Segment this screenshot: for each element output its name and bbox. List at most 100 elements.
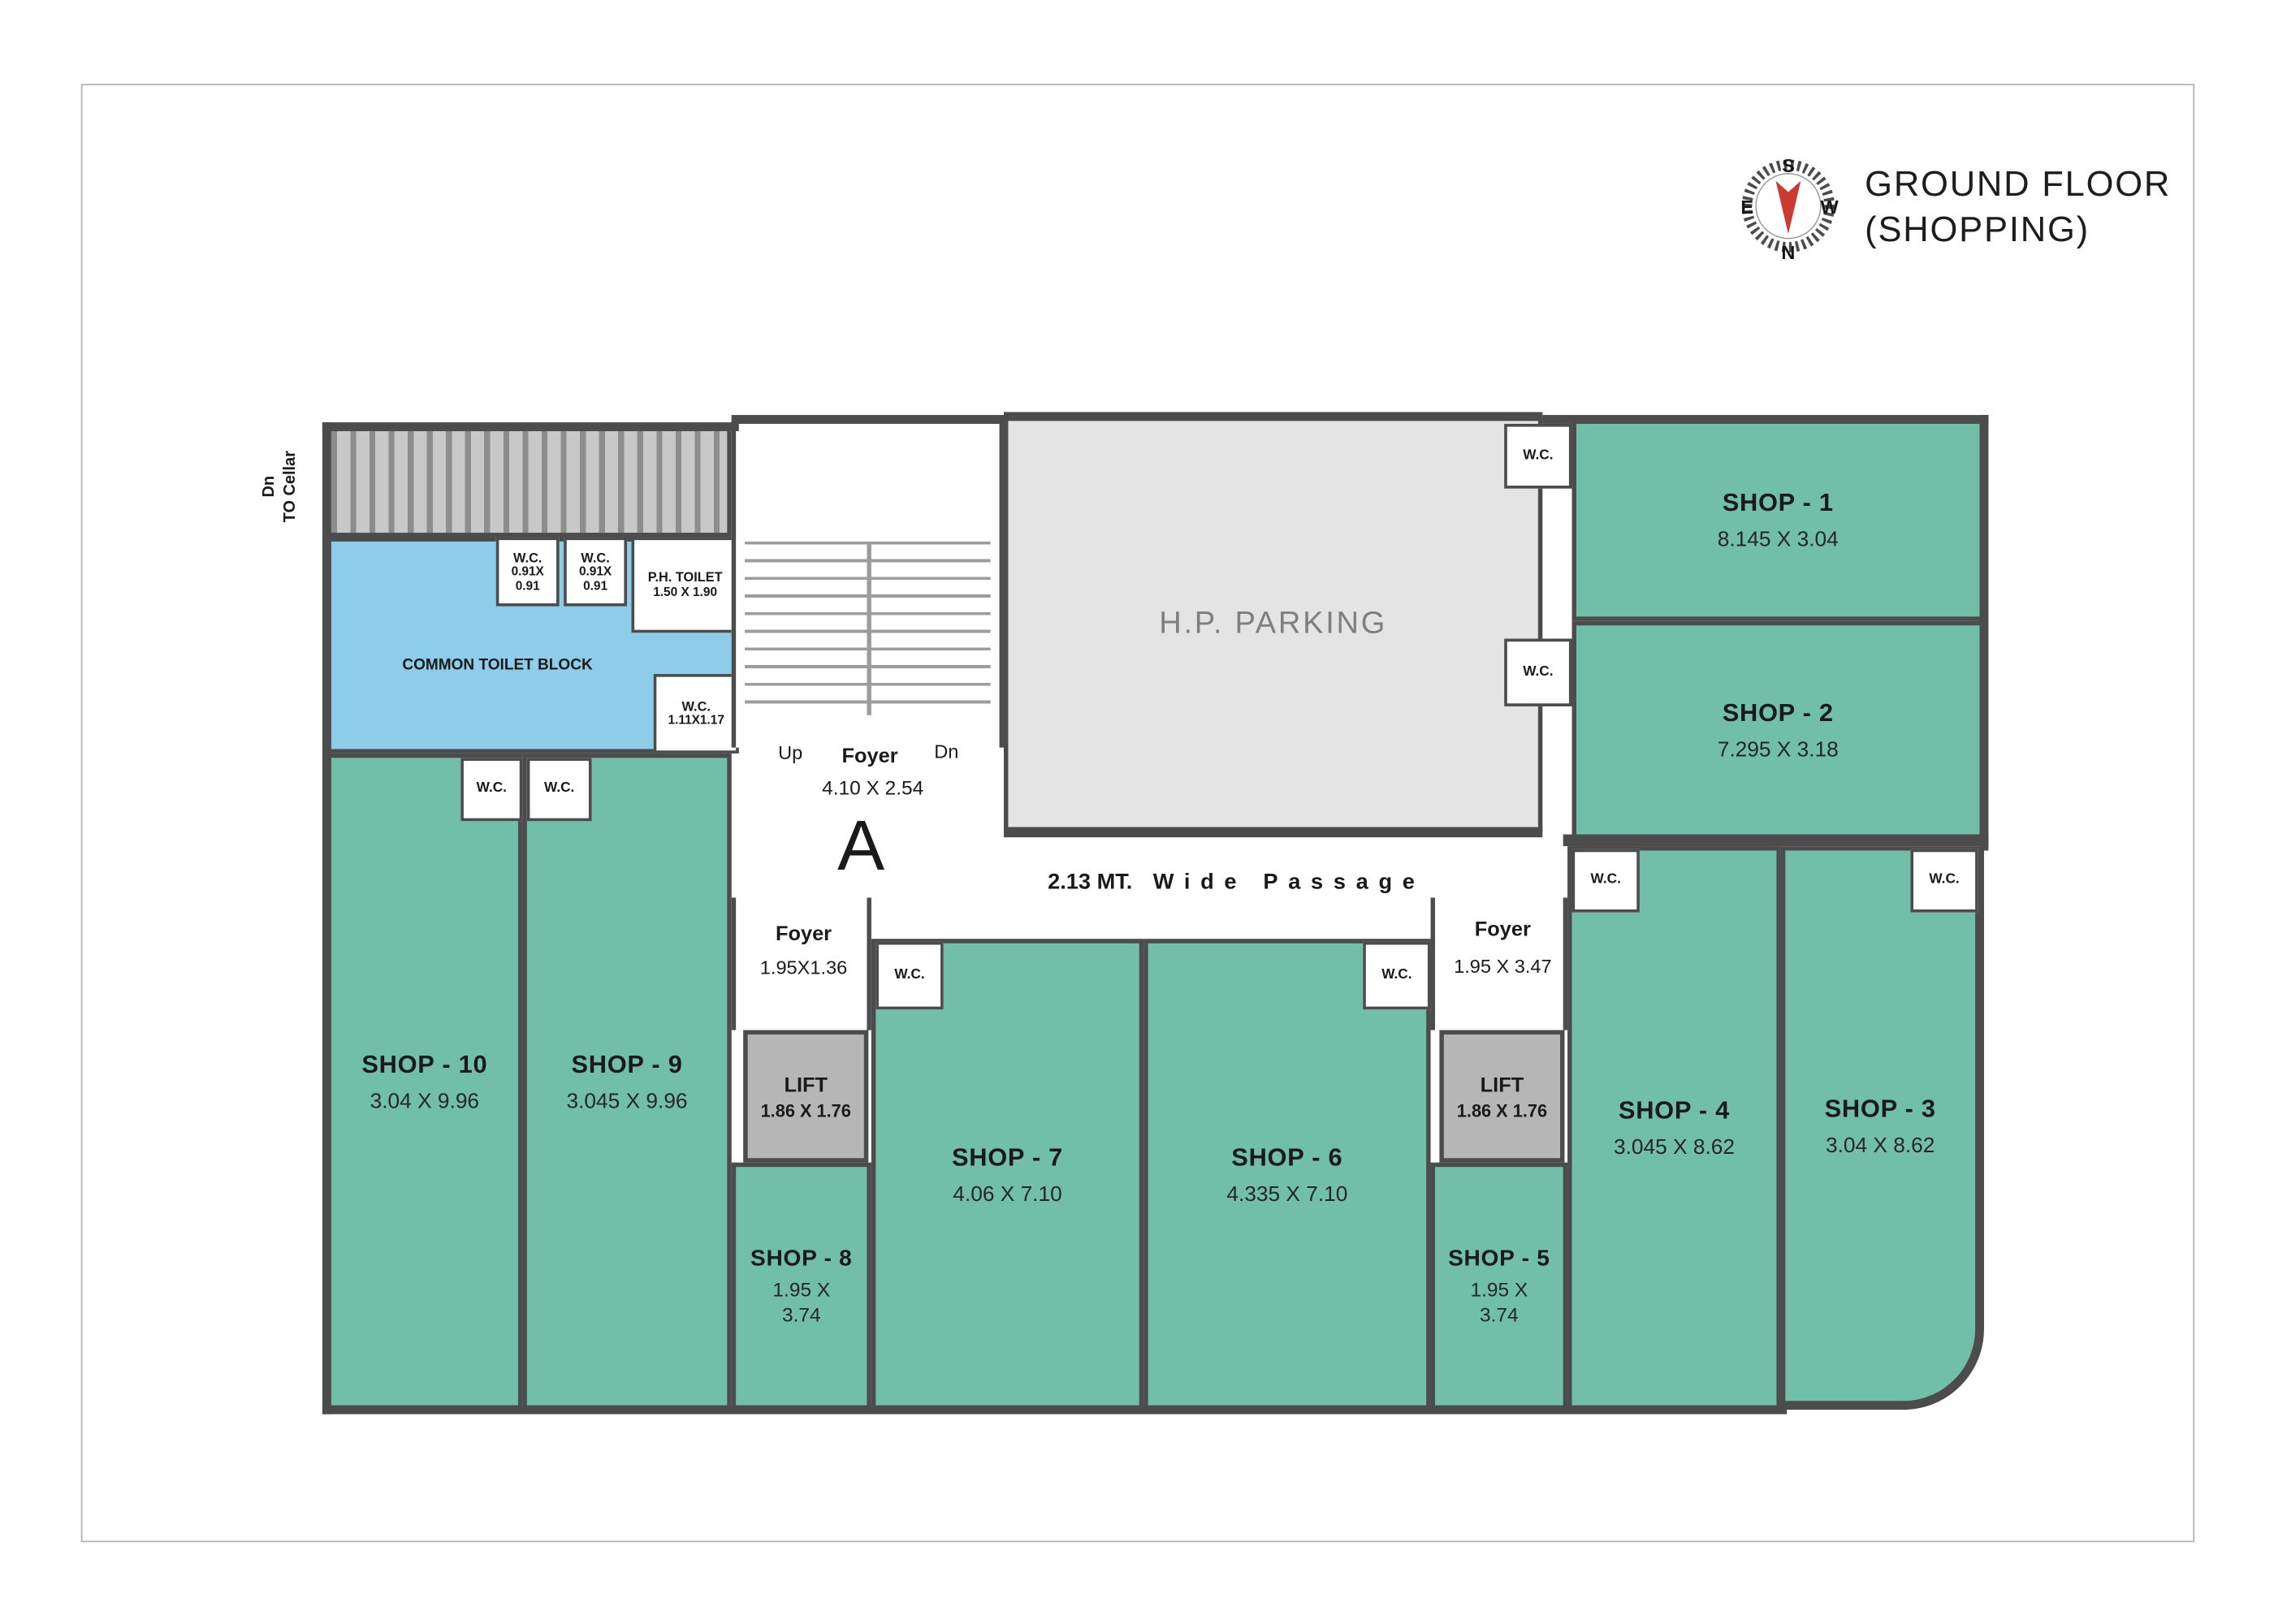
wc-shop10: W.C.: [460, 758, 523, 822]
shop-dim: 4.335 X 7.10: [1226, 1182, 1348, 1207]
drawing-title: GROUND FLOOR (SHOPPING): [1865, 162, 2171, 253]
foyer-right-label: Foyer: [1474, 917, 1531, 941]
passage-prefix: 2.13 MT.: [1048, 870, 1133, 895]
shop-name: SHOP - 2: [1722, 698, 1834, 727]
wc-shop1: W.C.: [1504, 423, 1572, 489]
wc-dim: 0.91: [583, 577, 608, 593]
shop-name: SHOP - 6: [1231, 1142, 1343, 1171]
parking-label: H.P. PARKING: [1159, 606, 1388, 641]
ph-toilet-label: P.H. TOILET: [647, 570, 723, 585]
title-line2: (SHOPPING): [1865, 210, 2090, 251]
foyer-right: [1430, 897, 1568, 1030]
shop-dim: 3.045 X 9.96: [566, 1090, 688, 1114]
lift-label: LIFT: [1480, 1072, 1524, 1096]
page-border: [80, 84, 2195, 1543]
foyer-left-dim: 1.95X1.36: [759, 956, 848, 979]
wc-label: W.C.: [1590, 870, 1621, 888]
title-line1: GROUND FLOOR: [1865, 164, 2172, 205]
passage-text: Wide Passage: [1152, 870, 1425, 895]
shop-9-room: SHOP - 9 3.045 X 9.96: [522, 753, 732, 1410]
block-letter: A: [837, 807, 885, 887]
shop-dim: 3.04 X 9.96: [370, 1090, 480, 1114]
compass-rose: S E W N: [1740, 155, 1840, 263]
wc-label: W.C.: [581, 550, 610, 565]
shop-name: SHOP - 1: [1722, 488, 1834, 517]
wc-label: W.C.: [1523, 447, 1554, 464]
shop-dim: 1.95 X: [772, 1278, 831, 1302]
stairwell: [731, 419, 1004, 748]
cellar-stair-strip: [326, 426, 732, 538]
stair-foyer-dim: 4.10 X 2.54: [822, 776, 924, 800]
wall-segment: [1563, 834, 1989, 847]
shop-5-room: SHOP - 5 1.95 X 3.74: [1430, 1162, 1568, 1410]
wall-segment: [1979, 415, 1989, 851]
wc-shop4: W.C.: [1571, 849, 1640, 913]
foyer-right-dim: 1.95 X 3.47: [1454, 955, 1552, 978]
shop-dim2: 3.74: [1480, 1303, 1519, 1326]
wc-shop7: W.C.: [875, 941, 944, 1010]
wc-dim: 0.91X: [511, 563, 544, 579]
lift-left: LIFT 1.86 X 1.76: [743, 1030, 869, 1163]
shop-name: SHOP - 10: [361, 1050, 488, 1078]
shop-dim: 7.295 X 3.18: [1717, 737, 1839, 762]
lift-right: LIFT 1.86 X 1.76: [1439, 1030, 1565, 1163]
shop-7-room: SHOP - 7 4.06 X 7.10: [871, 939, 1144, 1410]
wc-dim: 1.11X1.17: [668, 712, 724, 728]
wc-label: W.C.: [513, 550, 543, 565]
shop-name: SHOP - 3: [1824, 1094, 1936, 1122]
shop-name: SHOP - 4: [1618, 1096, 1731, 1125]
wall-segment: [322, 1405, 1788, 1415]
stair-foyer-label: Foyer: [841, 743, 898, 767]
foyer-left: [731, 897, 871, 1030]
compass-s: S: [1782, 155, 1795, 176]
wc-shop2: W.C.: [1504, 638, 1572, 706]
wc-label: W.C.: [894, 965, 925, 983]
cellar-stair-label: Dn TO Cellar: [259, 435, 301, 538]
stair-dn-label: Dn: [934, 740, 959, 762]
shop-name: SHOP - 8: [750, 1246, 853, 1272]
shop-4-room: SHOP - 4 3.045 X 8.62: [1567, 846, 1781, 1410]
compass-w: W: [1821, 197, 1840, 218]
wc-label: W.C.: [544, 780, 575, 797]
wall-segment: [1003, 827, 1543, 838]
shop-10-room: SHOP - 10 3.04 X 9.96: [326, 753, 523, 1410]
lift-label: LIFT: [784, 1072, 828, 1096]
stair-divider: [867, 541, 871, 715]
wall-segment: [1542, 415, 1989, 424]
toilet-wc-1: W.C. 0.91X 0.91: [495, 537, 560, 607]
wc-label: W.C.: [1523, 663, 1554, 680]
hp-parking: H.P. PARKING: [1003, 416, 1543, 831]
wc-shop9: W.C.: [526, 758, 592, 822]
shop-3-room: SHOP - 3 3.04 X 8.62: [1780, 846, 1984, 1410]
wc-label: W.C.: [1381, 965, 1412, 983]
lift-dim: 1.86 X 1.76: [1456, 1099, 1548, 1121]
toilet-wc-3: W.C. 1.11X1.17: [653, 674, 739, 754]
cellar-label-line2: TO Cellar: [281, 451, 300, 524]
shop-8-room: SHOP - 8 1.95 X 3.74: [731, 1162, 871, 1410]
shop-dim: 1.95 X: [1470, 1278, 1528, 1302]
wall-segment: [1003, 412, 1543, 421]
cellar-label-line1: Dn: [260, 476, 279, 499]
shop-dim: 3.045 X 8.62: [1613, 1136, 1736, 1160]
shop-dim: 3.04 X 8.62: [1825, 1134, 1935, 1158]
toilet-block-label: COMMON TOILET BLOCK: [402, 656, 593, 675]
wc-label: W.C.: [476, 780, 507, 797]
wall-segment: [731, 415, 1004, 424]
wc-label: W.C.: [1929, 870, 1960, 888]
shop-dim2: 3.74: [781, 1303, 821, 1326]
shop-1-room: SHOP - 1 8.145 X 3.04: [1571, 419, 1984, 621]
lift-dim: 1.86 X 1.76: [760, 1099, 851, 1121]
shop-name: SHOP - 9: [571, 1050, 683, 1078]
compass-e: E: [1740, 197, 1753, 218]
wall-segment: [322, 422, 331, 1415]
ph-toilet-dim: 1.50 X 1.90: [653, 584, 718, 599]
toilet-wc-2: W.C. 0.91X 0.91: [564, 537, 628, 607]
shop-6-room: SHOP - 6 4.335 X 7.10: [1143, 939, 1431, 1410]
wc-label: W.C.: [681, 698, 711, 714]
shop-name: SHOP - 7: [951, 1142, 1064, 1171]
ph-toilet: P.H. TOILET 1.50 X 1.90: [631, 537, 739, 633]
wc-dim: 0.91: [515, 577, 540, 593]
passage-label: 2.13 MT. Wide Passage: [942, 870, 1531, 895]
